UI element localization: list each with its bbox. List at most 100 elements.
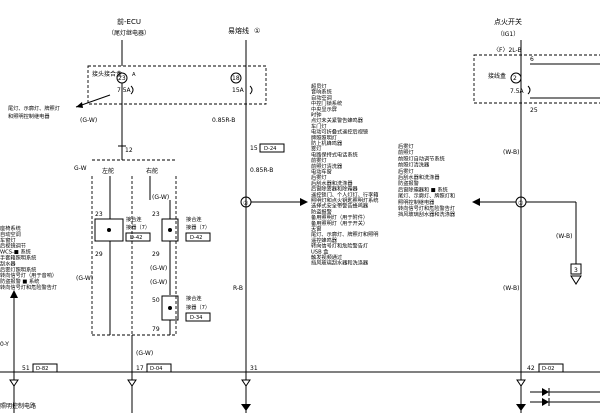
list-a-item: 点灯未关紧警告蜂鸣器 — [311, 116, 364, 124]
list-a-item: 挡风玻璃刮水器和洗涤器 — [311, 259, 369, 267]
conn-17-id: D-04 — [150, 366, 163, 372]
list-b-item: 前照灯自动调节系统 — [398, 154, 445, 162]
j2-pin-in: 23 — [152, 211, 160, 218]
list-a-item: 后雾灯 — [311, 173, 327, 181]
j1-pin-out: 29 — [95, 251, 103, 258]
ecu-subtitle: （尾灯继电器） — [108, 29, 150, 37]
fuse-amp: 15A — [232, 87, 245, 94]
conn-17: 17 — [136, 365, 144, 372]
left-list-item: 转向信号灯和危险警告灯 — [0, 283, 57, 291]
left-list-item: 自动空调 — [0, 230, 21, 238]
list-a-item: 遥控蜂鸣器 — [311, 236, 338, 244]
ecu-box-label: 接头接合盒 — [92, 70, 122, 78]
ignition-relay-label: 〈F〉2L-B — [493, 47, 522, 54]
list-b-item: 防盗报警 — [398, 179, 419, 187]
ground-symbol-right-bottom — [516, 404, 526, 411]
j2-label-1: 接合连 — [186, 215, 202, 223]
list-a-item: 防盗报警 — [311, 207, 332, 215]
list-a-item: 自动空调 — [311, 93, 332, 101]
arrow-to-list-a — [300, 198, 308, 206]
conn-31: 31 — [250, 365, 258, 372]
list-a-item: 遥控锁门、个人灯灯、行李箱 — [311, 190, 378, 198]
device-list-a: 超员灯音响系统自动空调中控门锁系统中央显示屏时钟点灯未关紧警告蜂鸣器车门灯电动可… — [311, 82, 378, 267]
wire-wb-bottom: (W-B) — [503, 285, 519, 292]
arrow-up-left — [10, 290, 18, 298]
wire-wb-right: (W-B) — [556, 233, 572, 240]
ground-tag-num: 3 — [574, 267, 578, 274]
list-a-item: 天窗 — [311, 225, 321, 233]
wire-gw-c: (G-W) — [150, 279, 167, 286]
j1-conn: D-42 — [130, 235, 142, 241]
list-b-item: 后雾灯 — [398, 142, 414, 150]
list-a-item: USB 盒 — [311, 247, 329, 255]
list-a-item: 前照灯清洗器 — [311, 162, 343, 170]
j2-label-2: 接器（7） — [186, 223, 210, 231]
junction-block-left — [87, 65, 267, 105]
left-note-line2: 和照明控制继电器 — [8, 112, 50, 120]
wire-gw-left: G-W — [74, 165, 87, 172]
list-a-item: 备用照明灯（用于附件） — [311, 213, 368, 221]
fuse-title: 易熔线 — [228, 26, 249, 35]
j1-pin-in: 23 — [95, 211, 103, 218]
left-list-item: 刮水器 — [0, 259, 16, 267]
list-a-item: 牌照照明灯 — [311, 133, 337, 141]
list-a-item: 音响系统 — [311, 88, 332, 96]
left-hand-drive-label: 左舵 — [102, 167, 114, 175]
device-list-b: 后雾灯前照灯前照灯自动调节系统前照灯清洗器后雾灯后刮水器和洗涤器防盗报警后窗除霜… — [398, 142, 456, 218]
right-hand-drive-label: 右舵 — [146, 167, 158, 175]
list-a-item: 中央显示屏 — [311, 105, 337, 113]
fuse-number: ① — [254, 27, 260, 35]
left-list-item: 座椅系统 — [0, 224, 21, 232]
list-a-item: 备用照明灯（用于开关） — [311, 219, 368, 227]
list-a-item: 尾灯、示廓灯、牌照灯和照明 — [311, 230, 378, 238]
list-a-item: 防上机蜂鸣器 — [311, 139, 343, 147]
wire-rb1-conn: D-24 — [264, 146, 277, 152]
wire-rb-plain: R-B — [233, 285, 243, 292]
list-b-item: 转向信号灯和危险警告灯 — [398, 204, 455, 212]
left-list-item: 防盗报警 ■ 系统 — [0, 277, 39, 285]
wire-rb2: 0.85R-B — [250, 167, 273, 174]
ground-symbol-right — [570, 275, 582, 285]
j3-label-1: 接合连 — [186, 294, 202, 302]
arrow-to-list-b — [472, 198, 480, 206]
ign-pin-bottom: 25 — [530, 107, 538, 114]
left-list-item: 后雾灯照明系统 — [0, 265, 36, 273]
list-b-item: 挡风玻璃刮水器和洗涤器 — [398, 210, 456, 218]
wire-gw-label: (G-W) — [80, 117, 97, 124]
j3-pin-out: 79 — [152, 326, 160, 333]
ign-box-label: 接线盒 — [488, 72, 506, 80]
ecu-pin: 23 — [118, 75, 126, 82]
list-a-item: 中控门锁系统 — [311, 99, 342, 107]
list-a-item: 时钟 — [311, 111, 321, 119]
ecu-aux-mark: A — [132, 72, 136, 78]
j1-label-2: 接器（7） — [126, 223, 150, 231]
wire-gw-a: (G-W) — [152, 194, 169, 201]
list-a-item: 转向信号灯和危险警告灯 — [311, 242, 368, 250]
junction-block-right — [473, 54, 600, 104]
ign-pin-top: 6 — [530, 56, 534, 63]
list-a-item: 选择式安全带警告蜂鸣器 — [311, 202, 369, 210]
conn-42-id: D-02 — [542, 366, 554, 372]
list-a-item: 电路保持式电话系统 — [311, 150, 358, 158]
j3-label-2: 接器（7） — [186, 303, 210, 311]
wire-gw-num: 12 — [125, 147, 133, 154]
ignition-subtitle: （IG1） — [497, 31, 519, 38]
left-list-item: 转向信号灯（用于音响） — [0, 271, 57, 279]
left-note-arrow — [76, 102, 83, 108]
list-b-item: 后雾灯 — [398, 167, 414, 175]
list-a-item: 后刮水器和洗涤器 — [311, 179, 353, 187]
list-a-item: 电动车窗 — [311, 168, 332, 176]
wire-wb-top: (W-B) — [503, 149, 519, 156]
conn-42: 42 — [527, 365, 535, 372]
list-b-item: 后窗除霜器和 ■ 系统 — [398, 185, 448, 193]
j3-conn: D-34 — [190, 315, 203, 321]
conn-51-id: D-82 — [36, 366, 48, 372]
bottom-label: 照明控制电路 — [0, 402, 36, 410]
ign-fuse-icon — [527, 85, 531, 95]
ecu-title: 前-ECU — [117, 17, 141, 26]
left-list-item: 手套箱照明系统 — [0, 254, 36, 262]
wire-rb1-num: 15 — [250, 145, 258, 152]
list-a-item: 前雾灯 — [311, 156, 327, 164]
